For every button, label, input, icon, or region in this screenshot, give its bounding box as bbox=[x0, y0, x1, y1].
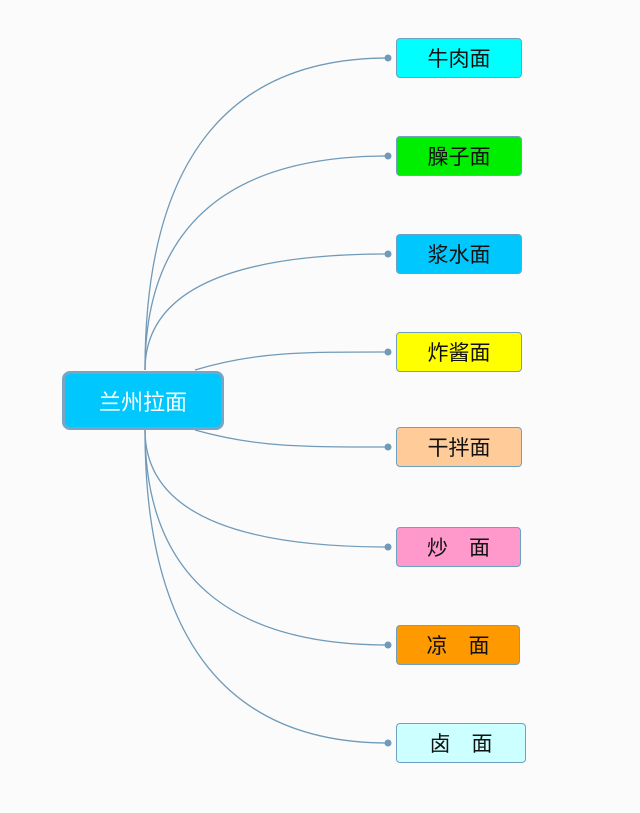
child-node[interactable]: 炸酱面 bbox=[396, 332, 522, 372]
connector-dot bbox=[384, 739, 392, 747]
child-node[interactable]: 浆水面 bbox=[396, 234, 522, 274]
child-node[interactable]: 凉 面 bbox=[396, 625, 520, 665]
connector-line bbox=[144, 429, 389, 548]
connector-line bbox=[144, 429, 389, 646]
connector-dot bbox=[384, 641, 392, 649]
connector-line bbox=[194, 429, 389, 448]
child-node[interactable]: 干拌面 bbox=[396, 427, 522, 467]
connector-dot bbox=[384, 250, 392, 258]
connector-dot bbox=[384, 443, 392, 451]
connector-dot bbox=[384, 152, 392, 160]
root-node[interactable]: 兰州拉面 bbox=[62, 371, 224, 430]
connector-line bbox=[144, 429, 389, 744]
child-node[interactable]: 牛肉面 bbox=[396, 38, 522, 78]
child-node[interactable]: 卤 面 bbox=[396, 723, 526, 763]
child-node[interactable]: 炒 面 bbox=[396, 527, 521, 567]
connector-line bbox=[144, 155, 389, 371]
connector-dot bbox=[384, 348, 392, 356]
connector-dot bbox=[384, 543, 392, 551]
connector-dot bbox=[384, 54, 392, 62]
connector-line bbox=[194, 351, 389, 371]
connector-line bbox=[144, 253, 389, 371]
connector-line bbox=[144, 57, 389, 371]
child-node[interactable]: 臊子面 bbox=[396, 136, 522, 176]
